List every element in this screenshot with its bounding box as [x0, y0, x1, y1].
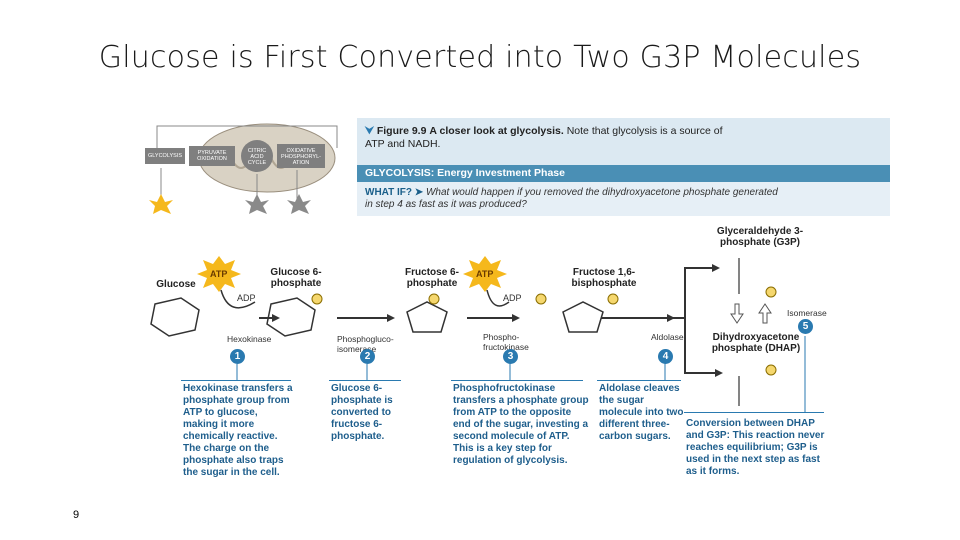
caption-rest: Note that glycolysis is a source of ATP … [365, 125, 723, 150]
note-step-4: Aldolase cleaves the sugar molecule into… [599, 383, 684, 442]
label-dhap: Dihydroxyacetone phosphate (DHAP) [711, 332, 801, 354]
enzyme-aldolase: Aldolase [651, 332, 684, 342]
note-4-rule [597, 380, 681, 381]
label-f6p: Fructose 6-phosphate [405, 267, 459, 289]
figure-caption: ⮟ Figure 9.9 A closer look at glycolysis… [365, 125, 723, 150]
inset-citric: CITRIC ACID CYCLE [247, 148, 267, 166]
note-step-5: Conversion between DHAP and G3P: This re… [686, 418, 825, 477]
step-1-badge: 1 [230, 349, 245, 364]
inset-drawing [145, 123, 338, 214]
inset-glycolysis: GLYCOLYSIS [147, 153, 183, 159]
whatif-label: WHAT IF? [365, 187, 413, 198]
respiration-inset: GLYCOLYSIS PYRUVATE OXIDATION CITRIC ACI… [137, 118, 357, 222]
enzyme-hexokinase: Hexokinase [227, 334, 272, 344]
inset-oxidative: OXIDATIVE PHOSPHORYL-ATION [281, 148, 321, 166]
enzyme-pfk: Phospho-fructokinase [483, 332, 529, 352]
page-number: 9 [73, 509, 80, 521]
f16bp-ring [562, 301, 604, 333]
glucose-ring [150, 297, 200, 337]
adp-label-1: ADP [237, 293, 256, 303]
label-glucose: Glucose [156, 279, 196, 290]
note-step-3: Phosphofructokinase transfers a phosphat… [453, 383, 589, 466]
atp-label-1: ATP [210, 269, 228, 279]
note-5-rule [684, 412, 824, 413]
step-4-badge: 4 [658, 349, 673, 364]
whatif-band [357, 182, 890, 216]
note-1-rule [181, 380, 291, 381]
whatif-text: What would happen if you removed the dih… [365, 187, 778, 210]
adp-label-2: ADP [503, 293, 522, 303]
enzyme-isomerase: Phosphogluco-isomerase [337, 334, 394, 354]
g6p-ring [266, 297, 316, 337]
caption-bold: A closer look at glycolysis. [429, 125, 564, 137]
glycolysis-figure: GLYCOLYSIS PYRUVATE OXIDATION CITRIC ACI… [137, 118, 890, 494]
step-5-badge: 5 [798, 319, 813, 334]
label-f16bp: Fructose 1,6-bisphosphate [571, 267, 637, 289]
label-g6p: Glucose 6-phosphate [270, 267, 322, 289]
step-3-badge: 3 [503, 349, 518, 364]
enzyme-isomerase-2: Isomerase [787, 308, 827, 318]
note-step-2: Glucose 6-phosphate is converted to fruc… [331, 383, 393, 442]
inset-pyruvate: PYRUVATE OXIDATION [197, 150, 227, 162]
slide-title: Glucose is First Converted into Two G3P … [98, 40, 862, 75]
note-2-rule [329, 380, 401, 381]
phase-title: GLYCOLYSIS: Energy Investment Phase [357, 165, 890, 182]
note-step-1: Hexokinase transfers a phosphate group f… [183, 383, 293, 478]
label-g3p: Glyceraldehyde 3-phosphate (G3P) [716, 226, 804, 248]
step-2-badge: 2 [360, 349, 375, 364]
note-3-rule [451, 380, 583, 381]
pathway-drawing [150, 256, 806, 412]
atp-label-2: ATP [476, 269, 494, 279]
whatif-question: WHAT IF? ➤ What would happen if you remo… [365, 187, 778, 210]
f6p-ring [406, 301, 448, 333]
caption-fig: Figure 9.9 [376, 125, 427, 137]
